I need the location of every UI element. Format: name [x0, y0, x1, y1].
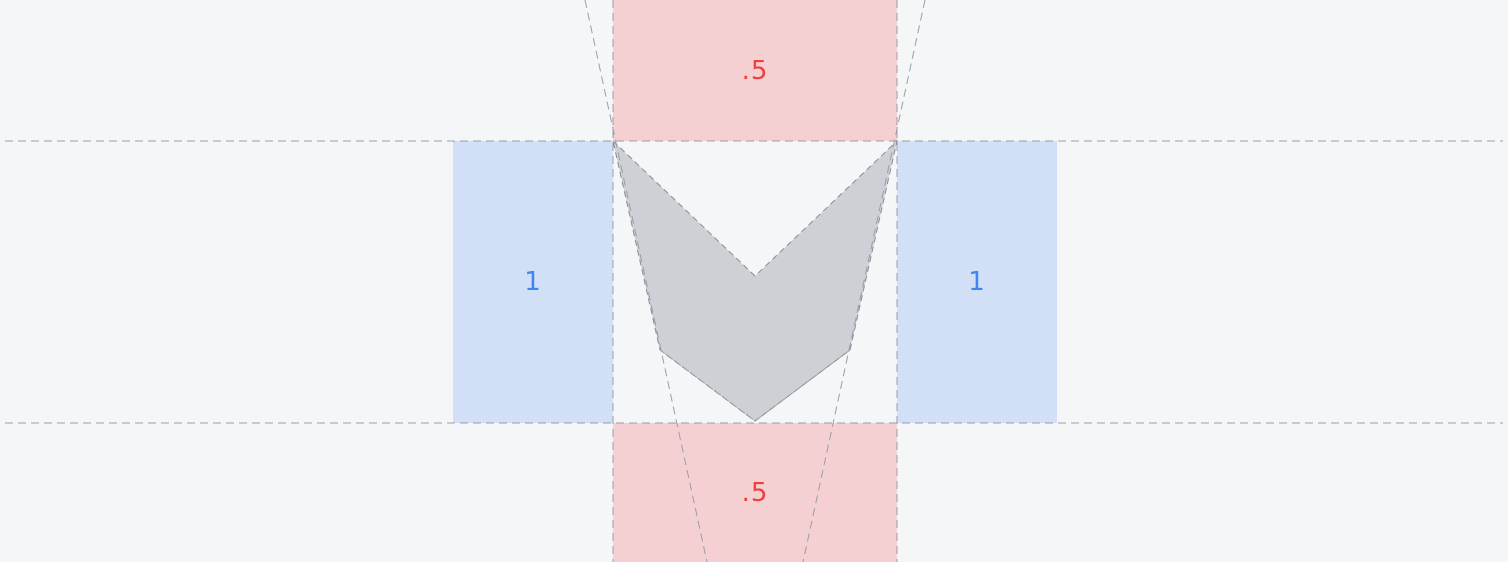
bottom-box-label: .5 — [741, 477, 769, 508]
chevron-shape — [612, 139, 898, 422]
diagonal-guide-left — [584, 0, 708, 562]
top-half-box: .5 — [613, 0, 897, 141]
right-unit-box: 1 — [897, 141, 1057, 423]
top-box-label: .5 — [741, 55, 769, 86]
right-box-label: 1 — [968, 267, 986, 297]
left-unit-box: 1 — [453, 141, 613, 423]
left-box-label: 1 — [524, 267, 542, 297]
diagonal-guide-right — [802, 0, 926, 562]
bottom-half-box: .5 — [613, 423, 897, 562]
